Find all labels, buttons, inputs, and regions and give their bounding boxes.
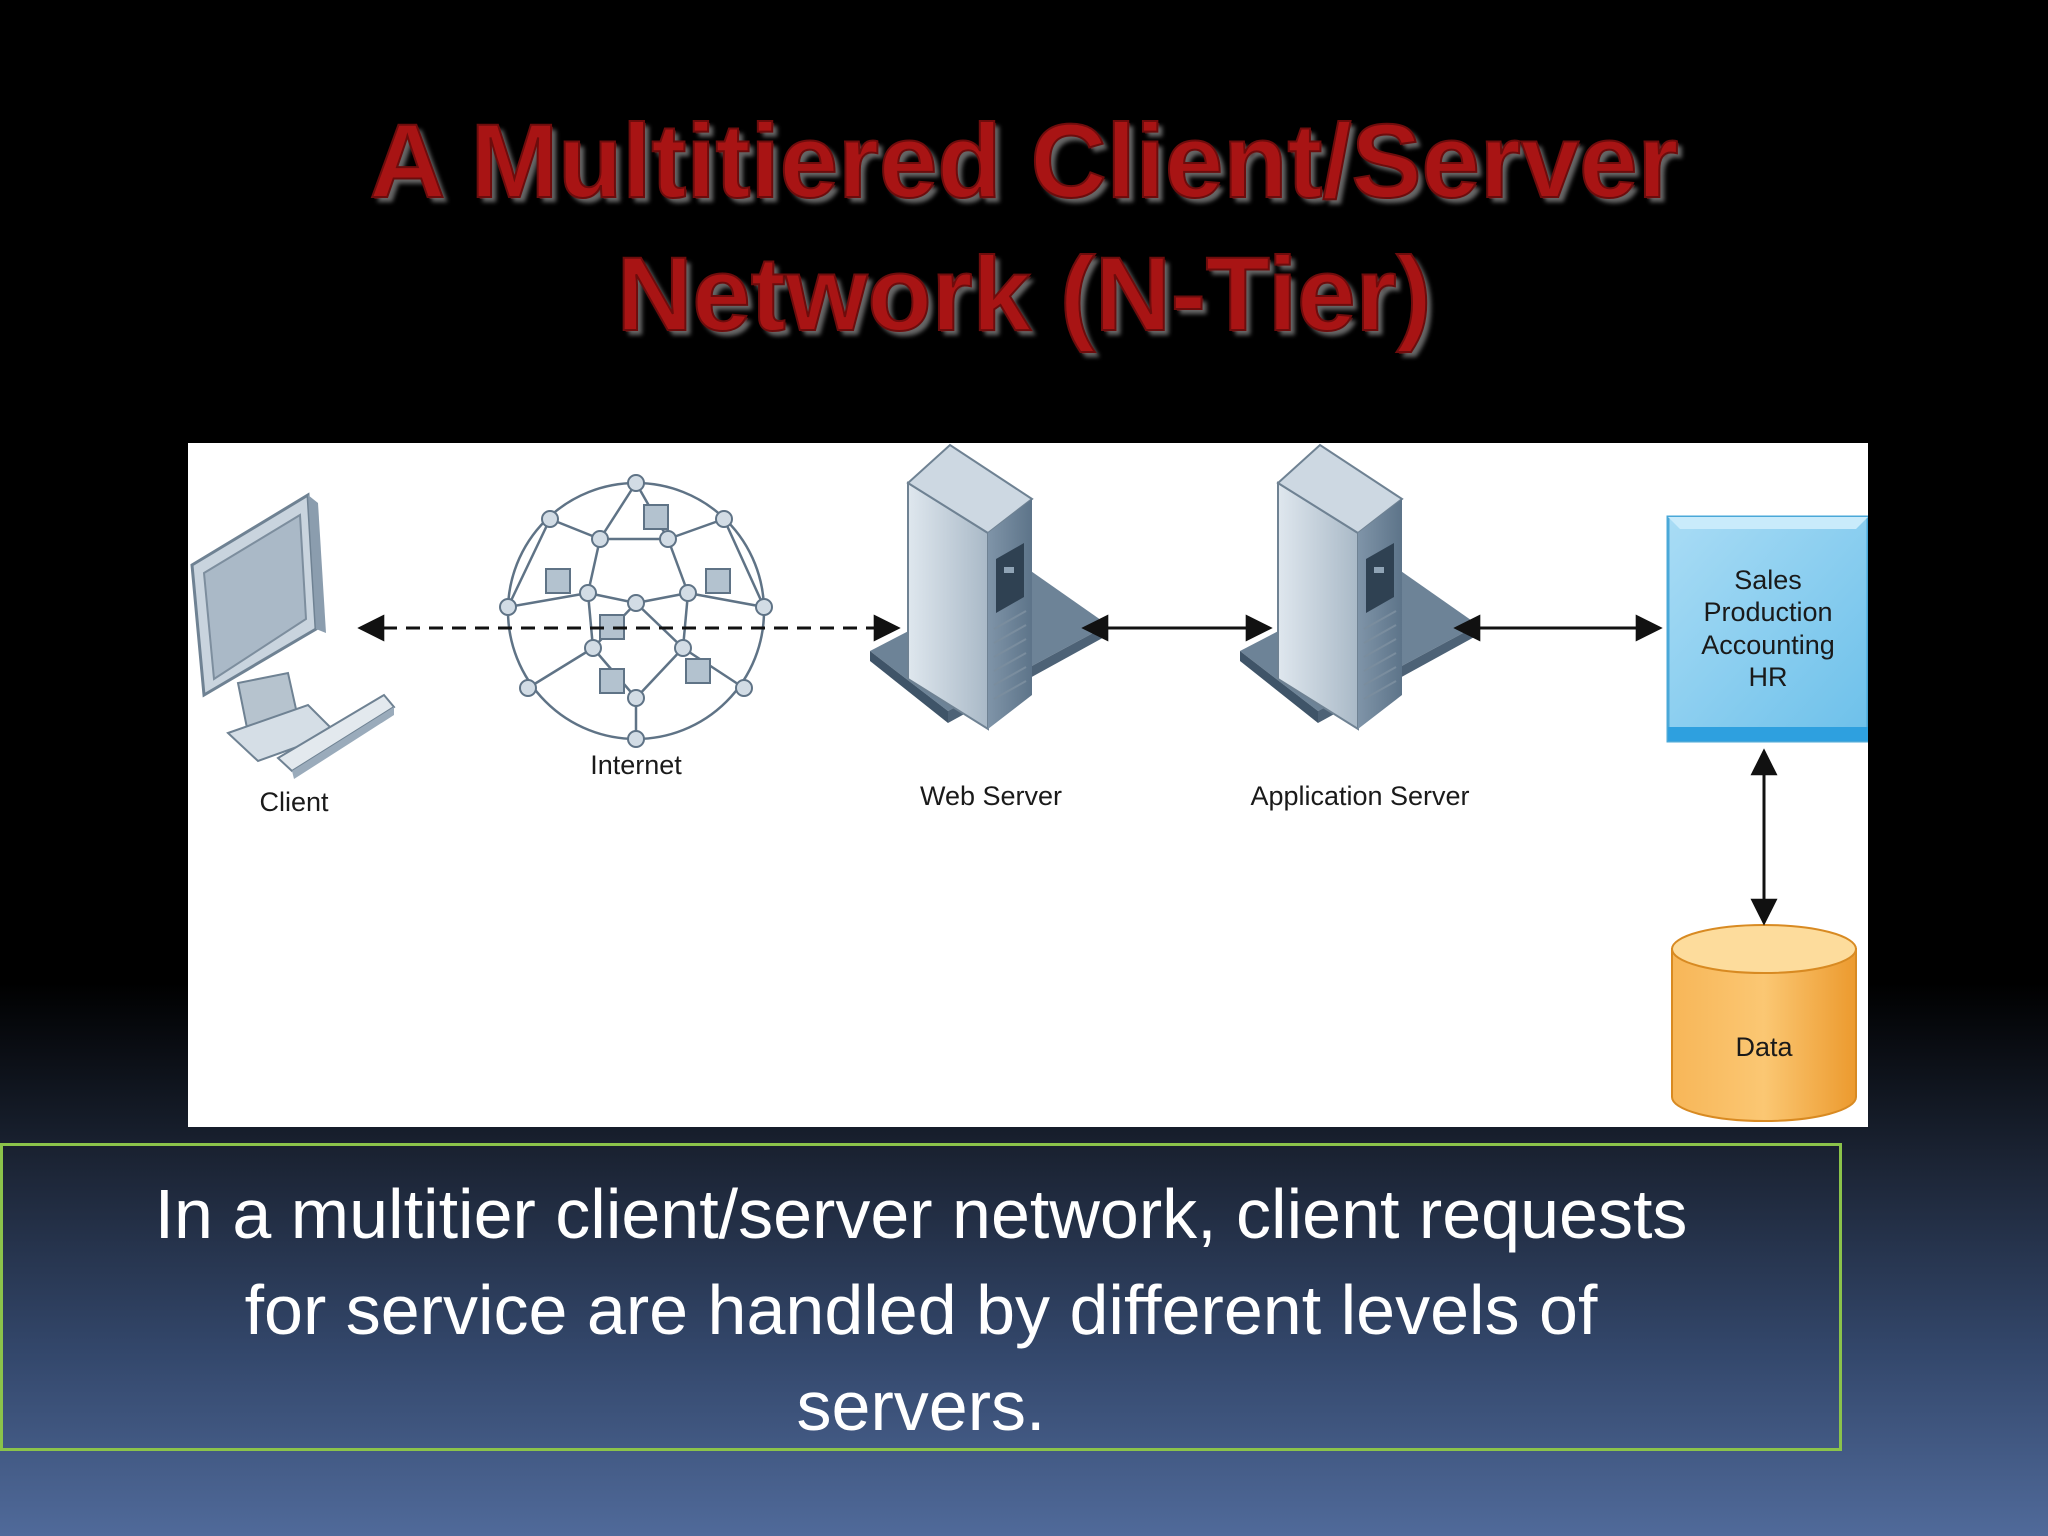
box-line-hr: HR bbox=[1749, 662, 1788, 692]
network-globe-icon bbox=[499, 474, 773, 748]
slide-title: A Multitiered Client/Server Network (N-T… bbox=[0, 95, 2048, 361]
caption-line-1: In a multitier client/server network, cl… bbox=[154, 1175, 1688, 1253]
box-line-sales: Sales bbox=[1734, 565, 1802, 595]
title-line-1: A Multitiered Client/Server bbox=[369, 102, 1680, 221]
box-line-production: Production bbox=[1703, 597, 1832, 627]
app-server-label: Application Server bbox=[1250, 781, 1469, 811]
server-tower-icon bbox=[1240, 443, 1478, 731]
web-server-label: Web Server bbox=[920, 781, 1062, 811]
caption-line-2: for service are handled by different lev… bbox=[244, 1271, 1598, 1349]
client-label: Client bbox=[259, 787, 329, 817]
computer-monitor-icon bbox=[190, 492, 396, 779]
business-functions-box: Sales Production Accounting HR bbox=[1666, 515, 1868, 743]
title-line-2: Network (N-Tier) bbox=[616, 235, 1433, 354]
data-label: Data bbox=[1735, 1032, 1793, 1062]
internet-label: Internet bbox=[590, 750, 682, 780]
box-line-accounting: Accounting bbox=[1701, 630, 1835, 660]
caption-line-3: servers. bbox=[796, 1367, 1046, 1445]
server-tower-icon bbox=[870, 443, 1108, 731]
database-cylinder-icon: Data bbox=[1671, 924, 1857, 1122]
n-tier-diagram: Sales Production Accounting HR Data Clie… bbox=[188, 443, 1868, 1127]
caption-box: In a multitier client/server network, cl… bbox=[0, 1143, 1842, 1451]
